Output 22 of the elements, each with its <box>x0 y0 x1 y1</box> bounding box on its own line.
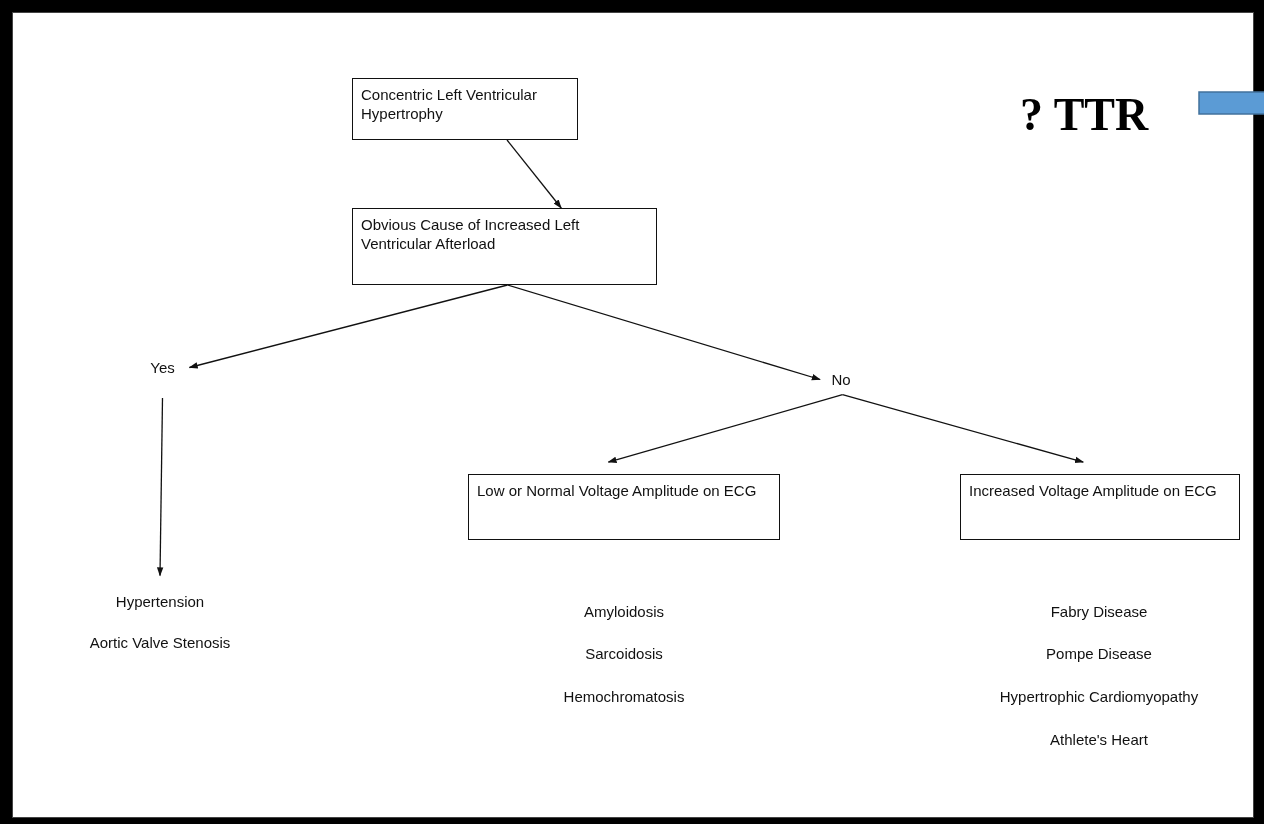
diagnosis-text: Pompe Disease <box>1046 645 1152 662</box>
arrow <box>841 394 1085 463</box>
branch-label: Yes <box>140 358 185 377</box>
diagnosis-text: Fabry Disease <box>1050 603 1148 620</box>
process-box: Obvious Cause of Increased Left Ventricular Afterload <box>352 208 657 285</box>
process-box: Increased Voltage Amplitude on ECG <box>960 474 1240 540</box>
annotation-text: ? TTR <box>1020 88 1149 141</box>
diagnosis-text: Sarcoidosis <box>585 645 663 662</box>
diagnosis-text: Hypertrophic Cardiomyopathy <box>999 688 1199 705</box>
outcome-text: Hypertension <box>114 592 206 611</box>
process-box: Low or Normal Voltage Amplitude on ECG <box>468 474 780 540</box>
process-box: Concentric Left Ventricular Hypertrophy <box>352 78 578 140</box>
arrow <box>156 397 164 577</box>
diagnosis-text: Athlete's Heart <box>1050 731 1148 748</box>
arrow <box>607 394 844 463</box>
arrow <box>188 284 509 369</box>
diagnosis-text: Hemochromatosis <box>563 688 685 705</box>
diagnosis-text: Amyloidosis <box>584 603 664 620</box>
arrow <box>506 139 562 209</box>
arrow <box>506 284 821 381</box>
outcome-text: Aortic Valve Stenosis <box>88 633 232 652</box>
branch-label: No <box>826 370 856 389</box>
